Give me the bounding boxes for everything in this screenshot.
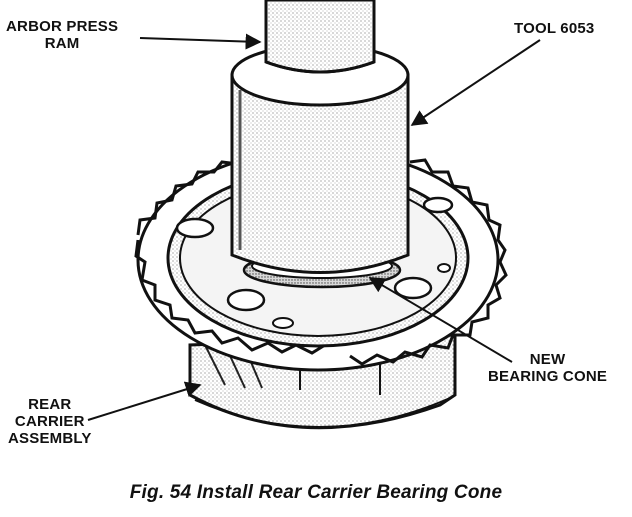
tool-arrow <box>410 39 541 126</box>
carrier-holes <box>175 196 454 329</box>
ram-arrow <box>139 33 262 50</box>
label-new-bearing-cone: NEW BEARING CONE <box>488 351 608 385</box>
label-arbor-press-ram: ARBOR PRESS RAM <box>6 18 119 52</box>
leader-lines <box>87 33 541 421</box>
cone-arrow <box>368 277 513 363</box>
arbor-press-ram <box>264 0 376 74</box>
figure-caption: Fig. 54 Install Rear Carrier Bearing Con… <box>129 482 503 503</box>
carrier-arrow <box>87 381 202 421</box>
label-tool-6053: TOOL 6053 <box>514 20 595 37</box>
tool-6053 <box>230 43 410 274</box>
diagram-illustration <box>87 0 541 430</box>
label-rear-carrier-assembly: REAR CARRIER ASSEMBLY <box>8 396 92 447</box>
